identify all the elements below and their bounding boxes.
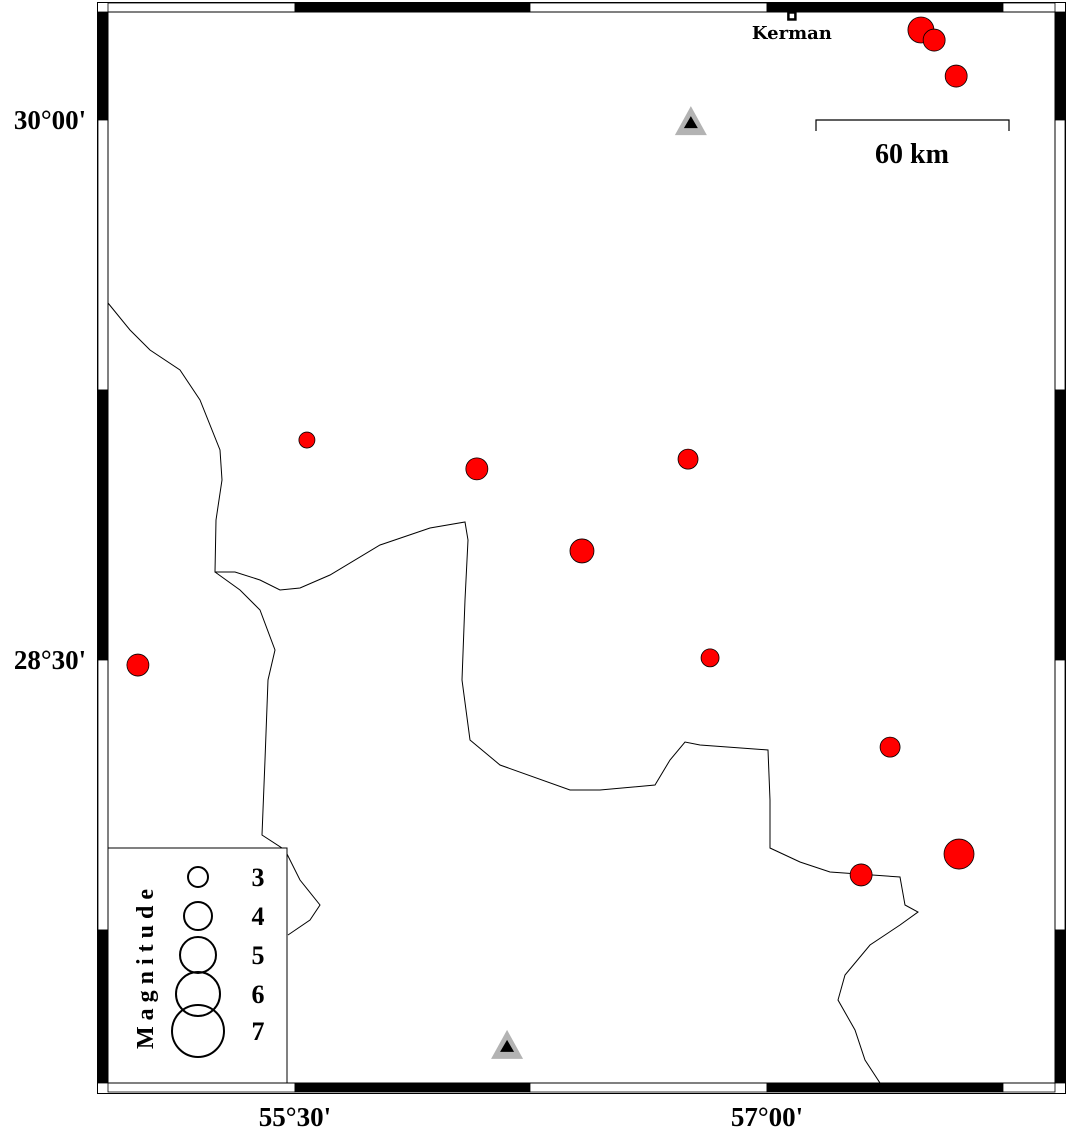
frame-segment [97, 659, 109, 931]
border-line [214, 571, 321, 936]
earthquake-event [298, 431, 316, 449]
frame-segment [97, 119, 109, 391]
earthquake-event [944, 64, 968, 88]
frame-segment [766, 1082, 1004, 1093]
frame-segment [294, 2, 531, 13]
city-marker: Kerman [752, 11, 832, 44]
legend-circle [187, 866, 209, 888]
earthquake-event [943, 838, 975, 870]
frame-segment [1054, 659, 1066, 931]
station-triangle-icon [491, 1029, 524, 1059]
province-borders [107, 302, 919, 1084]
legend-label: 3 [252, 863, 265, 892]
earthquake-event [677, 448, 699, 470]
city-label: Kerman [752, 23, 832, 44]
earthquake-events [126, 16, 975, 887]
earthquake-event [465, 457, 489, 481]
scale-bar-label: 60 km [875, 139, 949, 170]
legend-circle [175, 971, 221, 1017]
frame-segment [529, 2, 768, 13]
scale-bar-line [815, 119, 1010, 131]
legend-label: 5 [252, 941, 265, 970]
frame-segment [766, 2, 1004, 13]
frame-segment [294, 1082, 531, 1093]
frame-segment [107, 1082, 296, 1093]
station-triangle-icon [674, 106, 707, 136]
legend-circle [183, 901, 213, 931]
earthquake-event [879, 736, 901, 758]
frame-segment [529, 1082, 768, 1093]
frame-segment [1054, 119, 1066, 391]
frame-segment [1002, 2, 1056, 13]
frame-segment [97, 929, 109, 1084]
earthquake-event [849, 863, 873, 887]
axis-labels: 30°00' 28°30' 55°30' 57°00' [14, 105, 803, 1132]
map-area-border [107, 11, 1056, 1084]
legend-label: 6 [252, 980, 265, 1009]
earthquake-event [126, 653, 150, 677]
frame-segment [1054, 929, 1066, 1084]
scale-bar: 60 km [815, 119, 1010, 170]
lon-label: 57°00' [731, 1102, 803, 1132]
stations [491, 106, 707, 1059]
legend-label: 4 [252, 902, 265, 931]
legend-circle [171, 1004, 225, 1058]
border-line [107, 302, 919, 1084]
frame-segment [1054, 11, 1066, 121]
city-square-icon [787, 11, 797, 21]
frame-segment [1002, 1082, 1056, 1093]
lat-label: 30°00' [14, 105, 86, 135]
frame-segment [97, 11, 109, 121]
legend: Magnitude 3 4 5 6 7 [107, 847, 288, 1084]
legend-label: 7 [252, 1017, 265, 1046]
lat-label: 28°30' [14, 645, 86, 675]
legend-title: Magnitude [133, 883, 159, 1049]
frame-segment [1054, 389, 1066, 661]
earthquake-event [569, 538, 595, 564]
lon-label: 55°30' [259, 1102, 331, 1132]
frame-segment [97, 389, 109, 661]
frame-segment [107, 2, 296, 13]
earthquake-event [700, 648, 720, 668]
earthquake-event [922, 28, 946, 52]
